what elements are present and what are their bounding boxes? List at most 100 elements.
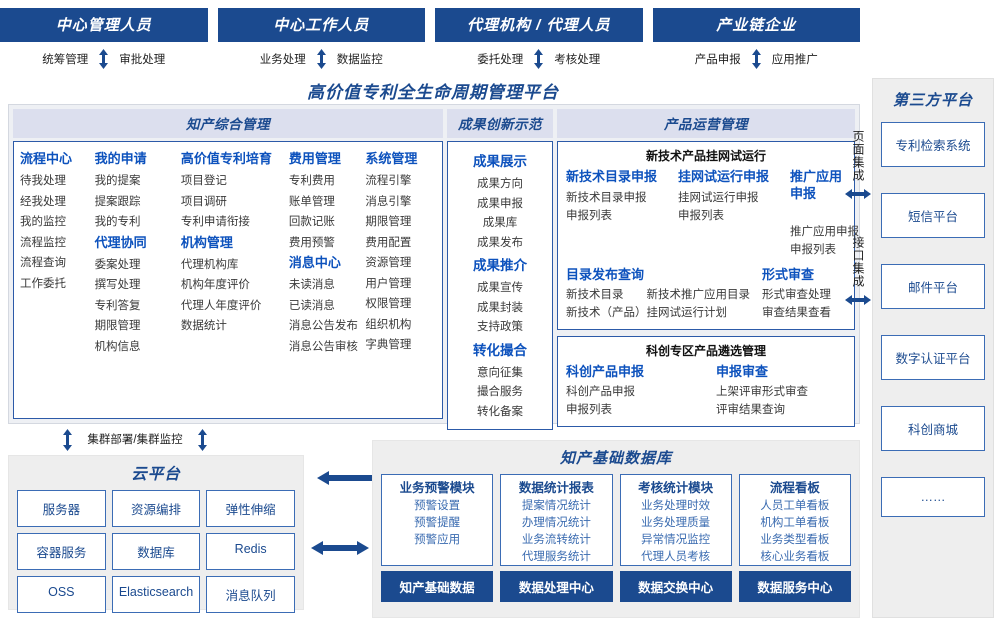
kb-item[interactable]: 代理人员考核 [641, 551, 711, 563]
kb-item[interactable]: 预警设置 [414, 500, 461, 512]
menu-item[interactable]: 撮合服务 [477, 386, 523, 398]
menu-item[interactable]: 消息公告审核 [288, 340, 358, 353]
menu-item[interactable]: 成果封装 [477, 301, 523, 314]
cloud-cell-6[interactable]: OSS [17, 576, 106, 613]
menu-item[interactable]: 成果申报 [477, 197, 523, 210]
kb-item[interactable]: 预警应用 [414, 534, 461, 546]
menu-item[interactable]: 成果发布 [477, 236, 523, 249]
menu-item[interactable]: 项目登记 [180, 175, 227, 187]
cloud-cell-5[interactable]: Redis [206, 533, 295, 570]
cloud-cell-1[interactable]: 资源编排 [111, 490, 201, 527]
kb-item[interactable]: 办理情况统计 [521, 517, 591, 529]
menu-item[interactable]: 撰写处理 [94, 279, 141, 291]
menu-item[interactable]: 科创产品申报 [566, 386, 635, 398]
kb-item[interactable]: 代理服务统计 [521, 551, 591, 563]
menu-item[interactable]: 资源管理 [365, 257, 412, 269]
kb-item[interactable]: 机构工单看板 [760, 517, 830, 529]
kb-column-3: 流程看板 人员工单看板 机构工单看板 业务类型看板 核心业务看板 数据服务中心 [738, 474, 851, 602]
menu-item[interactable]: 推广应用申报 [790, 226, 859, 238]
cloud-cell-8[interactable]: 消息队列 [206, 576, 295, 613]
kb-item[interactable]: 业务流转统计 [521, 534, 591, 546]
menu-item[interactable]: 我的监控 [20, 216, 66, 228]
menu-item[interactable]: 代理人年度评价 [180, 299, 262, 312]
menu-item[interactable]: 专利申请衔接 [180, 216, 250, 228]
menu-item[interactable]: 上架评审形式审查 [716, 386, 808, 398]
menu-item[interactable]: 费用配置 [365, 236, 412, 249]
third-party-item-3[interactable]: 数字认证平台 [881, 335, 985, 380]
menu-item[interactable]: 经我处理 [20, 195, 66, 208]
menu-item[interactable]: 回款记账 [288, 216, 335, 228]
menu-item[interactable]: 专利费用 [288, 175, 335, 187]
menu-item[interactable]: 组织机构 [365, 318, 412, 331]
group-head: 转化撮合 [473, 342, 527, 358]
menu-item[interactable]: 已读消息 [288, 299, 335, 312]
menu-item[interactable]: 意向征集 [477, 366, 523, 379]
kb-item[interactable]: 异常情况监控 [641, 534, 711, 546]
menu-item[interactable]: 成果库 [482, 217, 518, 229]
menu-item[interactable]: 机构年度评价 [180, 279, 250, 291]
menu-item[interactable]: 新技术目录申报 [566, 192, 647, 204]
kb-item[interactable]: 业务处理质量 [641, 517, 711, 529]
subbox-kechuang-selection: 科创专区产品遴选管理 科创产品申报 科创产品申报 申报列表 申报审查 上架评审形… [557, 336, 855, 427]
kb-item[interactable]: 核心业务看板 [760, 551, 830, 563]
menu-item[interactable]: 消息公告发布 [288, 320, 358, 332]
menu-item[interactable]: 成果宣传 [477, 282, 523, 294]
menu-item[interactable]: 账单管理 [288, 195, 335, 208]
cloud-cell-4[interactable]: 数据库 [111, 533, 201, 570]
menu-item[interactable]: 数据统计 [180, 320, 227, 332]
menu-item[interactable]: 申报列表 [566, 210, 612, 222]
menu-item[interactable]: 消息引擎 [365, 195, 412, 208]
kb-item[interactable]: 人员工单看板 [760, 500, 830, 512]
menu-item[interactable]: 新技术（产品）挂网试运行计划 [566, 307, 727, 319]
menu-item[interactable]: 成果方向 [477, 178, 523, 190]
menu-item[interactable]: 流程引擎 [365, 175, 412, 187]
kb-footer-3[interactable]: 数据服务中心 [738, 571, 851, 602]
menu-item[interactable]: 期限管理 [94, 320, 141, 332]
menu-item[interactable]: 流程监控 [20, 236, 66, 249]
menu-item[interactable]: 新技术目录 新技术推广应用目录 [566, 289, 750, 301]
menu-item[interactable]: 待我处理 [20, 175, 66, 187]
third-party-item-1[interactable]: 短信平台 [881, 193, 985, 238]
menu-item[interactable]: 申报列表 [678, 210, 724, 222]
menu-item[interactable]: 机构信息 [94, 340, 141, 353]
menu-item[interactable]: 审查结果查看 [762, 307, 831, 319]
menu-item[interactable]: 项目调研 [180, 195, 227, 208]
menu-item[interactable]: 流程查询 [20, 257, 66, 269]
menu-item[interactable]: 费用预警 [288, 236, 335, 249]
third-party-item-2[interactable]: 邮件平台 [881, 264, 985, 309]
menu-item[interactable]: 字典管理 [365, 339, 412, 351]
menu-item[interactable]: 挂网试运行申报 [678, 192, 759, 204]
double-arrow-vertical-icon [533, 49, 544, 69]
menu-item[interactable]: 用户管理 [365, 277, 412, 290]
menu-item[interactable]: 提案跟踪 [94, 195, 141, 208]
menu-item[interactable]: 申报列表 [790, 244, 836, 256]
third-party-item-0[interactable]: 专利检索系统 [881, 122, 985, 167]
menu-item[interactable]: 形式审查处理 [762, 289, 831, 301]
menu-item[interactable]: 我的专利 [94, 216, 141, 228]
third-party-item-4[interactable]: 科创商城 [881, 406, 985, 451]
kb-footer-1[interactable]: 数据处理中心 [500, 571, 613, 602]
cloud-cell-0[interactable]: 服务器 [17, 490, 106, 527]
menu-item[interactable]: 专利答复 [94, 299, 141, 312]
kb-item[interactable]: 业务处理时效 [641, 500, 711, 512]
menu-item[interactable]: 未读消息 [288, 279, 335, 291]
menu-item[interactable]: 权限管理 [365, 298, 412, 310]
menu-item[interactable]: 代理机构库 [180, 258, 239, 271]
cloud-cell-3[interactable]: 容器服务 [17, 533, 106, 570]
menu-item[interactable]: 委案处理 [94, 258, 141, 271]
menu-item[interactable]: 期限管理 [365, 216, 412, 228]
cloud-cell-2[interactable]: 弹性伸缩 [206, 490, 295, 527]
menu-item[interactable]: 支持政策 [477, 321, 523, 333]
kb-item[interactable]: 预警提醒 [414, 517, 461, 529]
kb-item[interactable]: 提案情况统计 [521, 500, 591, 512]
kb-footer-0[interactable]: 知产基础数据 [381, 571, 494, 602]
kb-footer-2[interactable]: 数据交换中心 [619, 571, 732, 602]
cloud-cell-7[interactable]: Elasticsearch [111, 576, 201, 613]
menu-item[interactable]: 工作委托 [20, 277, 66, 290]
kb-item[interactable]: 业务类型看板 [760, 534, 830, 546]
third-party-item-5[interactable]: …… [881, 477, 985, 517]
menu-item[interactable]: 申报列表 [566, 404, 612, 416]
menu-item[interactable]: 转化备案 [477, 405, 523, 418]
menu-item[interactable]: 评审结果查询 [716, 404, 785, 416]
menu-item[interactable]: 我的提案 [94, 175, 141, 187]
